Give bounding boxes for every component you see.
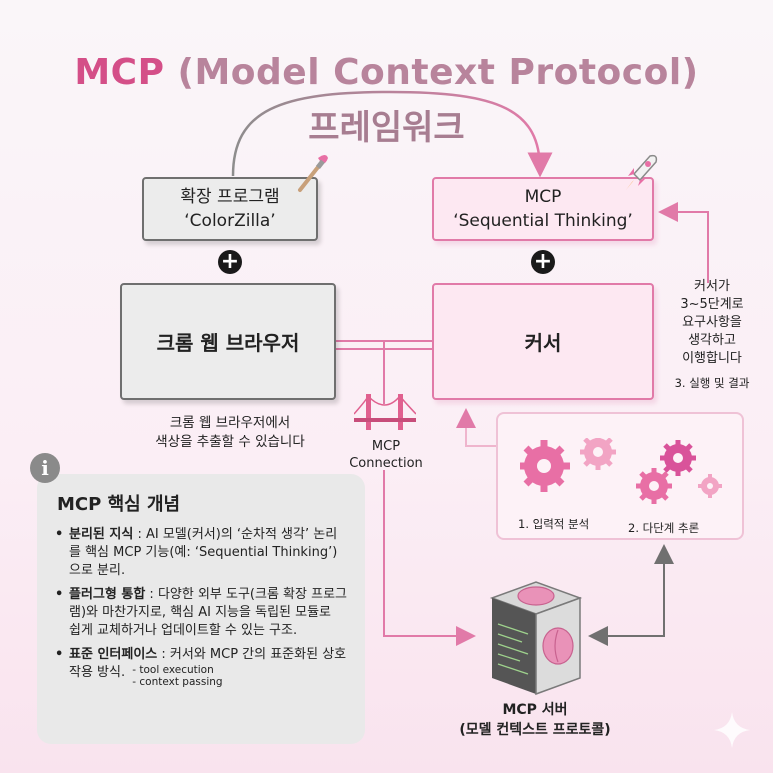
server-line1: MCP 서버: [502, 702, 568, 718]
connection-line1: MCP: [371, 439, 401, 454]
colorzilla-line1: 확장 프로그램: [180, 187, 280, 207]
plus-icon-left: +: [218, 250, 242, 274]
concept-text: : 다양한 외부 도구(크롬 확장 프로그램)와 마찬가지로, 핵심 AI 지능…: [69, 587, 347, 638]
cursor-box-label: 커서: [524, 331, 562, 355]
note-context-passing: - context passing: [132, 676, 223, 688]
plus-icon-right: +: [531, 250, 555, 274]
server-icon: [489, 581, 583, 696]
concept-item: 표준 인터페이스 : 커서와 MCP 간의 표준화된 상호작용 방식. - to…: [55, 646, 347, 688]
paintbrush-icon: [298, 155, 328, 192]
cursor-side-note: 커서가 3~5단계로 요구사항을 생각하고 이행합니다 3. 실행 및 결과: [656, 278, 768, 392]
colorzilla-extension-box: 확장 프로그램 ‘ColorZilla’: [142, 177, 318, 241]
feedback-arrow: [658, 202, 709, 283]
colorzilla-line2: ‘ColorZilla’: [184, 211, 276, 231]
mcp-seq-line2: ‘Sequential Thinking’: [453, 211, 633, 231]
mcp-seq-line1: MCP: [524, 187, 562, 207]
chrome-caption: 크롬 웹 브라우저에서 색상을 추출할 수 있습니다: [118, 414, 342, 452]
concept-term: 플러그형 통합: [69, 587, 146, 602]
concept-term: 분리된 지식: [69, 527, 134, 542]
concept-text: : AI 모델(커서)의 ‘순차적 생각’ 논리를 핵심 MCP 기능(예: ‘…: [69, 527, 338, 578]
server-process-arrow: [588, 544, 674, 646]
concept-text: : 커서와 MCP 간의 표준화된 상호작용 방식.: [69, 647, 347, 680]
concept-item: 분리된 지식 : AI 모델(커서)의 ‘순차적 생각’ 논리를 핵심 MCP …: [55, 526, 347, 580]
gears-icon: [520, 438, 722, 504]
mcp-connection-label: MCP Connection: [336, 438, 436, 472]
concept-term: 표준 인터페이스: [69, 647, 158, 662]
title-acronym: MCP: [74, 52, 165, 93]
note-tool-execution: - tool execution: [132, 664, 214, 676]
step1-label: 1. 입력적 분석: [518, 517, 590, 531]
connection-to-server-arrow: [383, 470, 476, 646]
sparkle-icon: [714, 712, 750, 748]
top-arc-arrow: [231, 90, 553, 178]
server-line2: (모델 컨텍스트 프로토콜): [459, 722, 611, 738]
concept-notes: - tool execution- context passing: [132, 664, 222, 688]
concept-item: 플러그형 통합 : 다양한 외부 도구(크롬 확장 프로그램)와 마찬가지로, …: [55, 586, 347, 640]
rocket-icon: [626, 154, 658, 190]
page-subtitle: 프레임워크: [308, 108, 465, 148]
info-icon: i: [30, 453, 60, 483]
chrome-browser-box: 크롬 웹 브라우저: [120, 283, 336, 400]
process-to-cursor-arrow: [456, 408, 496, 447]
step2-label: 2. 다단계 추론: [628, 521, 700, 535]
page-title: MCP (Model Context Protocol): [0, 52, 773, 93]
bridge-icon: [354, 394, 416, 430]
mcp-server-label: MCP 서버 (모델 컨텍스트 프로토콜): [440, 700, 630, 740]
chrome-caption-line1: 크롬 웹 브라우저에서: [169, 415, 291, 431]
side-note-line: 커서가: [694, 279, 730, 294]
chrome-box-label: 크롬 웹 브라우저: [156, 331, 300, 355]
side-note-line: 요구사항을: [682, 315, 742, 330]
cursor-box: 커서: [432, 283, 654, 400]
title-rest: (Model Context Protocol): [164, 52, 699, 93]
step3-label: 3. 실행 및 결과: [674, 376, 750, 390]
reasoning-process-panel: 1. 입력적 분석 2. 다단계 추론: [496, 412, 744, 540]
side-note-line: 이행합니다: [682, 351, 742, 366]
concept-card: MCP 핵심 개념 분리된 지식 : AI 모델(커서)의 ‘순차적 생각’ 논…: [37, 474, 365, 744]
connection-line2: Connection: [349, 456, 423, 471]
concept-title: MCP 핵심 개념: [57, 494, 181, 515]
side-note-line: 생각하고: [688, 333, 736, 348]
mcp-sequential-thinking-box: MCP ‘Sequential Thinking’: [432, 177, 654, 241]
chrome-caption-line2: 색상을 추출할 수 있습니다: [155, 434, 305, 450]
side-note-line: 3~5단계로: [680, 297, 744, 312]
